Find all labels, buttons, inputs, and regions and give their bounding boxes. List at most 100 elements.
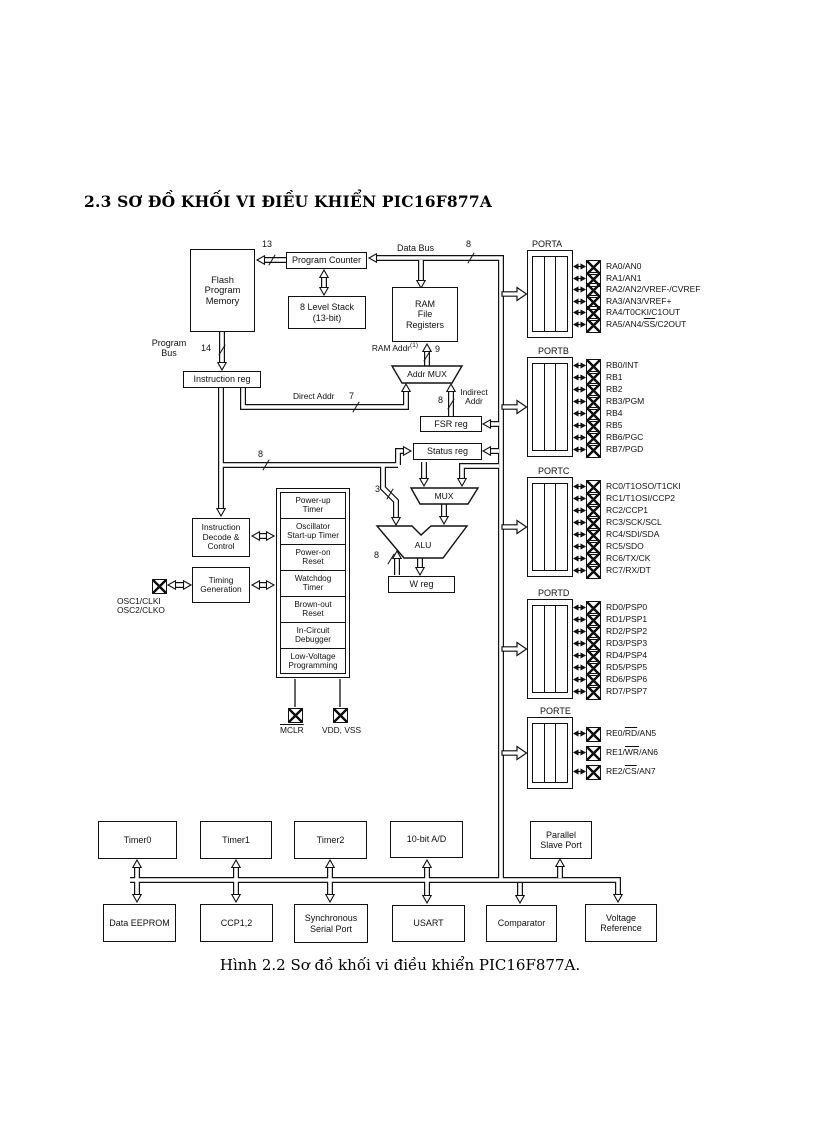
portc-box bbox=[527, 477, 573, 577]
porte-label: PORTE bbox=[540, 706, 571, 716]
portc-inner bbox=[532, 483, 568, 571]
portb-box bbox=[527, 357, 573, 457]
synchronous-serial-port-block: Synchronous Serial Port bbox=[294, 904, 368, 943]
pin-label-rd1: RD1/PSP1 bbox=[606, 614, 648, 624]
pin-label-rd0: RD0/PSP0 bbox=[606, 602, 648, 612]
pin-re0-icon bbox=[586, 727, 601, 742]
portd-label: PORTD bbox=[538, 588, 570, 598]
indirect-addr-width: 8 bbox=[438, 395, 444, 405]
adc-block: 10-bit A/D bbox=[390, 821, 463, 858]
pin-label-ra1: RA1/AN1 bbox=[606, 273, 642, 283]
pin-rd7-icon bbox=[586, 685, 601, 700]
pin-label-rb1: RB1 bbox=[606, 372, 623, 382]
pin-label-rb0: RB0/INT bbox=[606, 360, 639, 370]
pin-label-rd7: RD7/PSP7 bbox=[606, 686, 648, 696]
pin-label-rb2: RB2 bbox=[606, 384, 623, 394]
pin-rb7-icon bbox=[586, 443, 601, 458]
timing-generation-block: Timing Generation bbox=[192, 567, 250, 603]
osc-pin-icon bbox=[152, 579, 167, 594]
pin-label-re1: RE1/WR/AN6 bbox=[606, 747, 658, 757]
pin-label-rc0: RC0/T1OSO/T1CKI bbox=[606, 481, 681, 491]
timer2-block: Timer2 bbox=[294, 821, 367, 859]
indirect-addr-label: Indirect Addr bbox=[460, 387, 488, 407]
direct-addr-width: 7 bbox=[349, 391, 355, 401]
mux-select-width: 3 bbox=[375, 484, 381, 494]
pin-label-rc4: RC4/SDI/SDA bbox=[606, 529, 660, 539]
pin-label-ra0: RA0/AN0 bbox=[606, 261, 642, 271]
program-bus-width: 14 bbox=[201, 343, 212, 353]
power-on-reset-cell: Power-on Reset bbox=[281, 545, 345, 571]
watchdog-timer-cell: Watchdog Timer bbox=[281, 571, 345, 597]
porta-inner bbox=[532, 256, 568, 332]
instruction-decode-block: Instruction Decode & Control bbox=[192, 518, 250, 557]
porte-inner bbox=[532, 723, 568, 783]
pin-label-rd4: RD4/PSP4 bbox=[606, 650, 648, 660]
usart-block: USART bbox=[392, 905, 465, 942]
pin-label-rb3: RB3/PGM bbox=[606, 396, 645, 406]
ccp-block: CCP1,2 bbox=[200, 904, 273, 942]
ram-addr-note: (1) bbox=[410, 342, 418, 349]
program-bus-label: Program Bus bbox=[151, 338, 187, 359]
pin-label-rc7: RC7/RX/DT bbox=[606, 565, 651, 575]
pc-bus-width: 13 bbox=[262, 239, 273, 249]
program-counter-block: Program Counter bbox=[286, 252, 367, 269]
w-reg-block: W reg bbox=[388, 576, 455, 593]
pin-label-ra3: RA3/AN3/VREF+ bbox=[606, 296, 672, 306]
pin-label-ra5: RA5/AN4/SS/C2OUT bbox=[606, 319, 687, 329]
vdd-vss-label: VDD, VSS bbox=[322, 725, 362, 735]
pin-ra5-icon bbox=[586, 318, 601, 333]
figure-caption: Hình 2.2 Sơ đồ khối vi điều khiển PIC16F… bbox=[219, 956, 581, 974]
pin-label-rc6: RC6/TX/CK bbox=[606, 553, 651, 563]
status-reg-block: Status reg bbox=[413, 443, 482, 460]
osc-pins-label: OSC1/CLKI OSC2/CLKO bbox=[117, 596, 165, 616]
pin-label-rb6: RB6/PGC bbox=[606, 432, 644, 442]
voltage-reference-block: Voltage Reference bbox=[585, 904, 657, 942]
pin-label-rd5: RD5/PSP5 bbox=[606, 662, 648, 672]
pin-rc7-icon bbox=[586, 564, 601, 579]
support-functions-stack: Power-up Timer Oscillator Start-up Timer… bbox=[276, 488, 350, 678]
oscillator-start-up-timer-cell: Oscillator Start-up Timer bbox=[281, 519, 345, 545]
vdd-vss-pin-icon bbox=[333, 708, 348, 723]
parallel-slave-port-block: Parallel Slave Port bbox=[530, 821, 592, 859]
porta-box bbox=[527, 250, 573, 338]
direct-addr-label: Direct Addr bbox=[293, 391, 335, 401]
mclr-pin-icon bbox=[288, 708, 303, 723]
pin-label-rb4: RB4 bbox=[606, 408, 623, 418]
portb-label: PORTB bbox=[538, 346, 569, 356]
pin-label-rd2: RD2/PSP2 bbox=[606, 626, 648, 636]
in-circuit-debugger-cell: In-Circuit Debugger bbox=[281, 623, 345, 649]
porte-box bbox=[527, 717, 573, 789]
pin-label-ra4: RA4/T0CKI/C1OUT bbox=[606, 307, 681, 317]
portc-label: PORTC bbox=[538, 466, 570, 476]
timer0-block: Timer0 bbox=[98, 821, 177, 859]
alu-bus-width: 8 bbox=[374, 550, 380, 560]
section-heading: 2.3 SƠ ĐỒ KHỐI VI ĐIỀU KHIỂN PIC16F877A bbox=[84, 192, 493, 211]
power-up-timer-cell: Power-up Timer bbox=[281, 493, 345, 519]
literal-bus-width: 8 bbox=[258, 449, 264, 459]
comparator-block: Comparator bbox=[486, 905, 557, 942]
addr-mux-block: Addr MUX bbox=[407, 369, 447, 379]
pin-label-rc3: RC3/SCK/SCL bbox=[606, 517, 662, 527]
support-functions-inner: Power-up Timer Oscillator Start-up Timer… bbox=[280, 492, 346, 674]
ram-addr-width: 9 bbox=[435, 344, 441, 354]
pin-re2-icon bbox=[586, 765, 601, 780]
porta-label: PORTA bbox=[532, 239, 563, 249]
portd-box bbox=[527, 599, 573, 699]
pin-label-rc2: RC2/CCP1 bbox=[606, 505, 649, 515]
instruction-reg-block: Instruction reg bbox=[183, 371, 261, 388]
alu-block: ALU bbox=[414, 540, 432, 550]
pin-label-re0: RE0/RD/AN5 bbox=[606, 728, 657, 738]
fsr-reg-block: FSR reg bbox=[420, 416, 482, 432]
ram-file-registers-block: RAM File Registers bbox=[392, 287, 458, 342]
low-voltage-programming-cell: Low-Voltage Programming bbox=[288, 652, 338, 670]
stack-block: 8 Level Stack (13-bit) bbox=[288, 296, 366, 329]
data-eeprom-block: Data EEPROM bbox=[103, 904, 176, 942]
pin-re1-icon bbox=[586, 746, 601, 761]
data-bus-width: 8 bbox=[466, 239, 472, 249]
ram-addr-label: RAM Addr(1) bbox=[371, 342, 418, 353]
mux-block: MUX bbox=[434, 491, 454, 501]
mclr-label: MCLR bbox=[280, 725, 304, 735]
pin-label-re2: RE2/CS/AN7 bbox=[606, 766, 656, 776]
